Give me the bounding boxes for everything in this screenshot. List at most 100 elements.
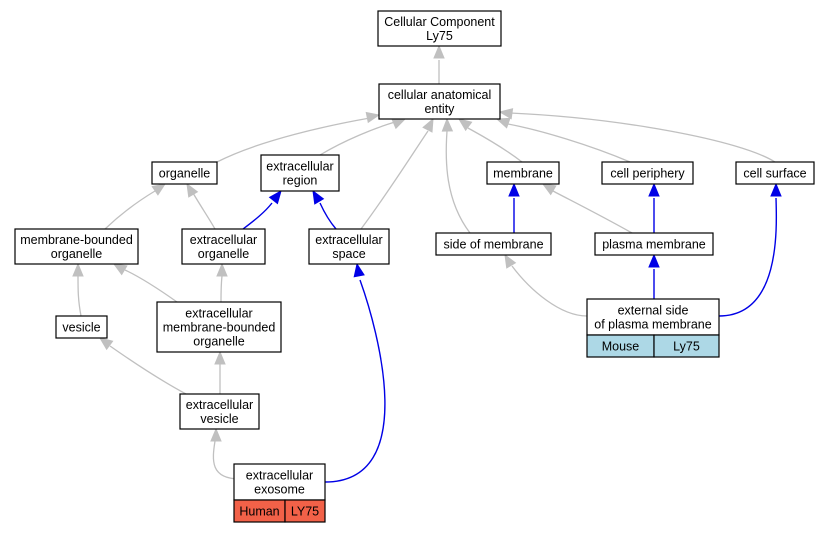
arrowhead [498, 108, 514, 120]
term-box [586, 298, 720, 336]
term-label: region [283, 174, 318, 188]
is-a-edge [507, 123, 631, 163]
term-box [378, 83, 501, 120]
term-node-pm[interactable]: plasma membrane [594, 232, 714, 256]
term-label: of plasma membrane [594, 318, 711, 332]
arrowhead [214, 350, 226, 365]
term-box [435, 232, 552, 256]
term-node-cellperiph[interactable]: cell periphery [601, 161, 694, 185]
term-label: organelle [159, 167, 210, 181]
term-box [181, 228, 266, 265]
arrowhead [353, 262, 365, 278]
part-of-edge [324, 279, 386, 483]
arrowhead [216, 262, 228, 277]
part-of-edge [242, 202, 273, 230]
gene-cell: Ly75 [673, 340, 700, 354]
is-a-edge [220, 275, 223, 303]
is-a-edge [552, 190, 633, 234]
term-node-cellsurf[interactable]: cell surface [735, 161, 815, 185]
arrowhead [365, 111, 381, 124]
arrowhead [508, 182, 520, 197]
gene-cell: LY75 [291, 505, 319, 519]
arrowhead [433, 44, 445, 59]
is-a-edge [360, 130, 429, 230]
term-label: organelle [193, 335, 244, 349]
is-a-edge [109, 345, 187, 395]
arrowhead [457, 118, 473, 132]
term-label: extracellular [186, 398, 253, 412]
term-label: cell periphery [610, 167, 685, 181]
gene-cell-bg [653, 334, 720, 358]
arrowhead [495, 117, 511, 129]
is-a-edge [511, 265, 588, 317]
term-box [260, 154, 340, 192]
is-a-edge [467, 127, 523, 163]
term-node-membrane[interactable]: membrane [486, 161, 560, 185]
arrowhead [422, 117, 434, 133]
term-label: cellular anatomical [388, 88, 492, 102]
term-node-vesicle[interactable]: vesicle [55, 315, 108, 339]
term-label: side of membrane [443, 238, 543, 252]
term-label: organelle [198, 247, 249, 261]
arrowhead [268, 189, 282, 205]
gene-cell-bg [284, 499, 326, 523]
arrowhead [210, 427, 222, 442]
arrowhead [648, 253, 660, 268]
term-box [14, 228, 139, 265]
term-label: Ly75 [426, 29, 453, 43]
arrowhead [186, 182, 199, 198]
term-box [377, 10, 502, 47]
term-box [735, 161, 815, 185]
arrowhead [441, 117, 454, 132]
arrowhead [98, 337, 114, 351]
term-box [55, 315, 108, 339]
arrowhead [72, 262, 84, 277]
term-label: plasma membrane [602, 238, 706, 252]
term-label: membrane-bounded [20, 233, 133, 247]
term-label: extracellular [190, 233, 257, 247]
is-a-edge [445, 130, 471, 234]
arrowhead [648, 182, 660, 197]
arrowhead [151, 183, 167, 196]
term-label: external side [618, 304, 689, 318]
arrowhead [312, 189, 325, 205]
term-box [156, 301, 282, 353]
species-cell: Mouse [602, 340, 640, 354]
is-a-edge [124, 269, 178, 303]
is-a-edge [216, 117, 371, 163]
term-node-som[interactable]: side of membrane [435, 232, 552, 256]
term-box [594, 232, 714, 256]
term-label: membrane-bounded [163, 321, 276, 335]
term-node-organelle[interactable]: organelle [151, 161, 218, 185]
term-box [151, 161, 218, 185]
term-label: extracellular [246, 469, 313, 483]
term-label: extracellular [266, 160, 333, 174]
arrowhead [504, 253, 517, 269]
part-of-edge [718, 197, 778, 317]
arrowhead [391, 118, 407, 130]
is-a-edge [319, 121, 396, 156]
is-a-edge [77, 275, 82, 317]
term-label: vesicle [62, 321, 100, 335]
arrowhead [770, 182, 782, 197]
term-box [179, 393, 260, 430]
arrowhead [541, 183, 557, 196]
term-label: vesicle [200, 412, 238, 426]
is-a-edge [192, 192, 216, 230]
term-label: extracellular [315, 233, 382, 247]
term-label: space [332, 247, 365, 261]
part-of-edge [319, 202, 337, 230]
is-a-edge [212, 440, 241, 480]
term-label: extracellular [185, 307, 252, 321]
